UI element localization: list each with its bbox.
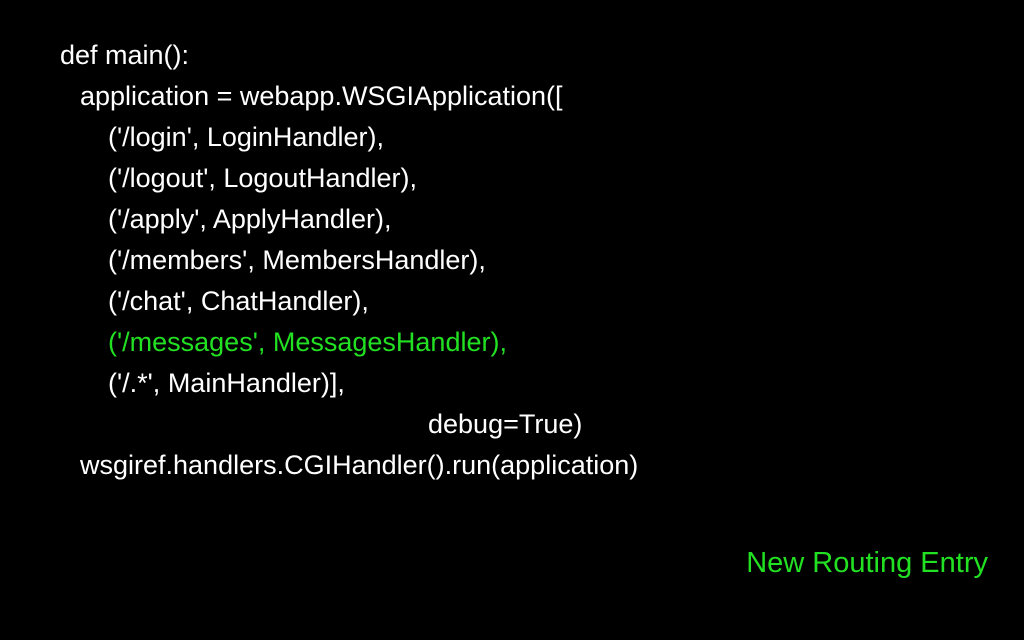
code-line-def-main: def main(): bbox=[60, 40, 190, 70]
code-line-route-login: ('/login', LoginHandler), bbox=[108, 122, 384, 152]
code-line-route-messages-highlighted: ('/messages', MessagesHandler), bbox=[108, 327, 507, 357]
code-line-route-apply: ('/apply', ApplyHandler), bbox=[108, 204, 392, 234]
code-line-application: application = webapp.WSGIApplication([ bbox=[80, 81, 563, 111]
code-line-route-chat: ('/chat', ChatHandler), bbox=[108, 286, 369, 316]
code-line-route-members: ('/members', MembersHandler), bbox=[108, 245, 486, 275]
code-line-route-main: ('/.*', MainHandler)], bbox=[108, 368, 345, 398]
code-line-cgi-run: wsgiref.handlers.CGIHandler().run(applic… bbox=[80, 450, 639, 480]
caption-new-routing-entry: New Routing Entry bbox=[746, 547, 988, 579]
code-line-debug: debug=True) bbox=[428, 409, 583, 439]
code-line-route-logout: ('/logout', LogoutHandler), bbox=[108, 163, 417, 193]
